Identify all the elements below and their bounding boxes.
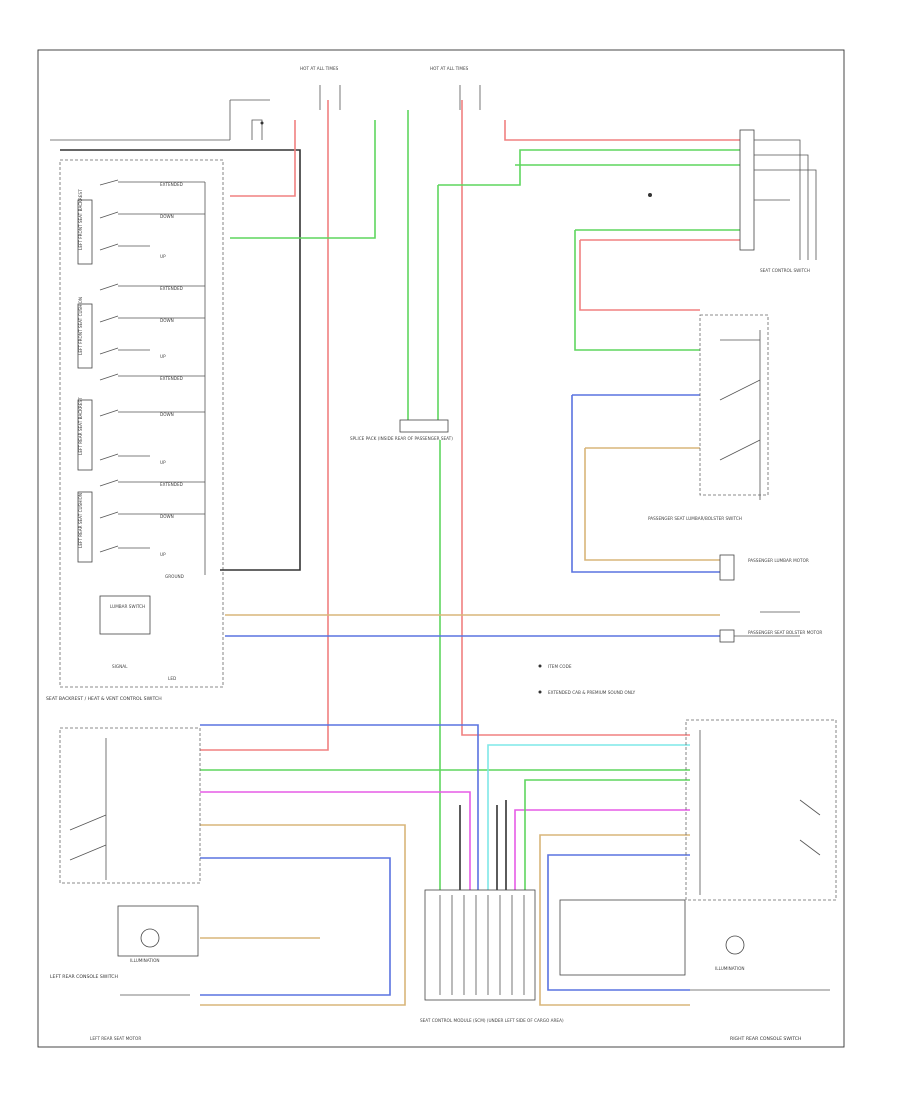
svg-text:RIGHT REAR CONSOLE SWITCH: RIGHT REAR CONSOLE SWITCH [730,1036,801,1042]
left-module-label: SEAT BACKREST / HEAT & VENT CONTROL SWIT… [46,696,162,702]
right-upper-connector: SEAT CONTROL SWITCH [648,129,817,273]
wire-magenta-group [200,791,690,890]
bottom-left-console-switch: ILLUMINATION LEFT REAR CONSOLE SWITCH LE… [50,727,201,1041]
svg-text:SEAT CONTROL SWITCH: SEAT CONTROL SWITCH [760,268,810,273]
svg-text:DOWN: DOWN [160,214,174,219]
svg-text:EXTENDED CAB & PREMIUM SOUND O: EXTENDED CAB & PREMIUM SOUND ONLY [548,690,636,695]
svg-text:PASSENGER SEAT BOLSTER MOTOR: PASSENGER SEAT BOLSTER MOTOR [748,630,822,635]
right-motor-labels: PASSENGER LUMBAR MOTOR PASSENGER SEAT BO… [719,554,822,643]
legend: ITEM CODE EXTENDED CAB & PREMIUM SOUND O… [538,664,636,695]
svg-text:DOWN: DOWN [160,514,174,519]
svg-text:HOT AT ALL TIMES: HOT AT ALL TIMES [430,66,469,71]
svg-text:EXTENDED: EXTENDED [160,182,183,187]
svg-text:UP: UP [160,354,166,359]
right-lumbar-switch: PASSENGER SEAT LUMBAR/BOLSTER SWITCH [648,314,769,521]
svg-text:SIGNAL: SIGNAL [112,664,128,669]
scm-harness [459,779,690,890]
wire-red-group [200,100,750,751]
svg-text:EXTENDED: EXTENDED [160,482,183,487]
svg-text:LUMBAR SWITCH: LUMBAR SWITCH [110,604,145,609]
svg-text:ITEM CODE: ITEM CODE [548,664,572,669]
svg-text:EXTENDED: EXTENDED [160,376,183,381]
left-module-switches: LEFT FRONT SEAT BACKREST LEFT FRONT SEAT… [77,179,206,681]
svg-text:GROUND: GROUND [165,574,184,579]
bottom-center-scm: SEAT CONTROL MODULE (SCM) (UNDER LEFT SI… [420,889,564,1023]
svg-text:LEFT REAR SEAT CUSHION: LEFT REAR SEAT CUSHION [78,493,83,548]
svg-text:SEAT CONTROL MODULE (SCM) (UND: SEAT CONTROL MODULE (SCM) (UNDER LEFT SI… [420,1018,564,1023]
svg-text:UP: UP [160,460,166,465]
svg-text:DOWN: DOWN [160,412,174,417]
svg-text:LED: LED [168,676,176,681]
left-switch-module-box [59,159,224,688]
svg-text:HOT AT ALL TIMES: HOT AT ALL TIMES [300,66,339,71]
svg-text:LEFT FRONT SEAT CUSHION: LEFT FRONT SEAT CUSHION [78,297,83,355]
top-fuse-area: HOT AT ALL TIMES HOT AT ALL TIMES [50,66,481,141]
svg-text:SPLICE PACK (INSIDE REAR OF PA: SPLICE PACK (INSIDE REAR OF PASSENGER SE… [350,436,453,441]
svg-text:UP: UP [160,254,166,259]
svg-text:PASSENGER LUMBAR MOTOR: PASSENGER LUMBAR MOTOR [748,558,809,563]
bottom-right-console-switch: ILLUMINATION RIGHT REAR CONSOLE SWITCH [559,719,837,1042]
outer-frame [37,49,845,1048]
svg-text:LEFT REAR SEAT BACKREST: LEFT REAR SEAT BACKREST [78,397,83,455]
wire-tan-group [200,447,720,1006]
wire-cyan [487,744,690,890]
wire-blue-group [200,394,720,996]
center-splice-pack: SPLICE PACK (INSIDE REAR OF PASSENGER SE… [350,419,453,441]
svg-text:EXTENDED: EXTENDED [160,286,183,291]
wire-green-group [200,110,750,890]
svg-text:LEFT REAR CONSOLE SWITCH: LEFT REAR CONSOLE SWITCH [50,974,118,980]
wire-black-bus [60,149,301,571]
svg-text:ILLUMINATION: ILLUMINATION [130,958,160,963]
svg-text:PASSENGER SEAT LUMBAR/BOLSTER: PASSENGER SEAT LUMBAR/BOLSTER SWITCH [648,516,742,521]
svg-text:LEFT REAR SEAT MOTOR: LEFT REAR SEAT MOTOR [90,1036,141,1041]
svg-text:ILLUMINATION: ILLUMINATION [715,966,745,971]
svg-text:LEFT FRONT SEAT BACKREST: LEFT FRONT SEAT BACKREST [78,189,83,250]
svg-text:UP: UP [160,552,166,557]
svg-text:DOWN: DOWN [160,318,174,323]
